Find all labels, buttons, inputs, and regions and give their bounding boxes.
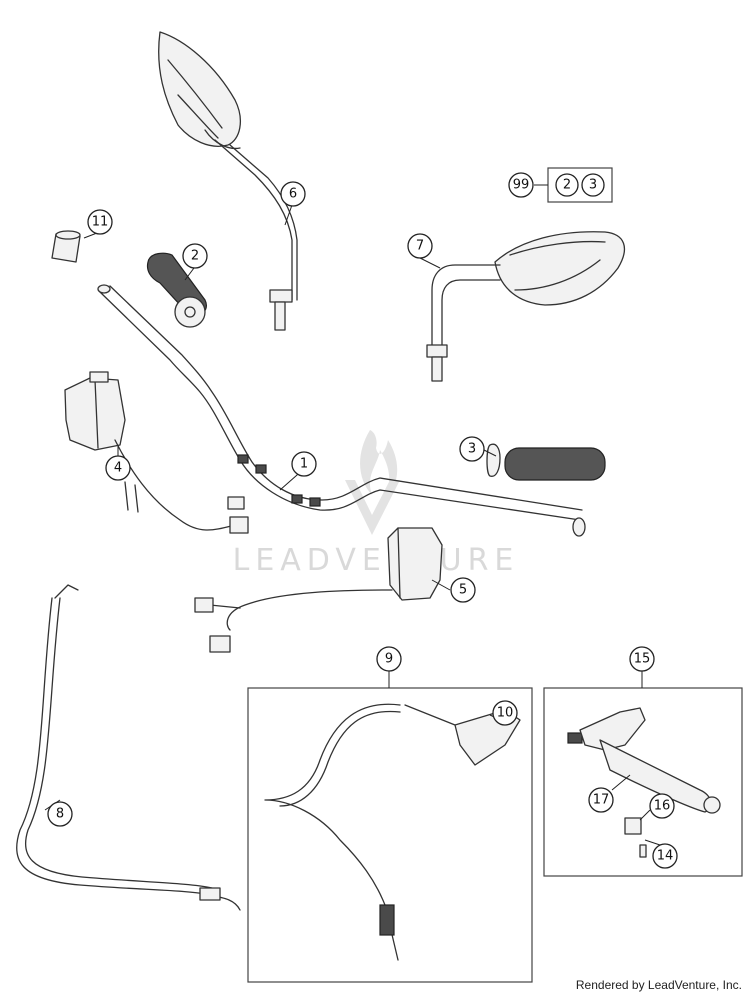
callout-label: 2 [191, 249, 199, 264]
callout-1: 1 [291, 451, 317, 477]
watermark: LEADVENTURE [233, 430, 520, 578]
callout-label: 15 [634, 652, 651, 667]
callout-14: 14 [652, 843, 678, 869]
grip-left [146, 252, 207, 328]
callout-label: 10 [497, 706, 514, 721]
clutch-lever [567, 707, 721, 858]
callout-99: 99 [508, 172, 534, 198]
callout-10: 10 [492, 700, 518, 726]
callout-label: 1 [300, 457, 308, 472]
kit-99 [534, 167, 613, 203]
callout-label: 16 [654, 799, 671, 814]
callout-label: 3 [589, 178, 597, 193]
callout-label: 4 [114, 461, 122, 476]
handlebar [97, 284, 586, 537]
callout-label: 2 [563, 178, 571, 193]
callout-9: 9 [376, 646, 402, 672]
mirror-left [158, 31, 298, 331]
kit-99-item-2: 2 [555, 173, 579, 197]
callout-label: 3 [468, 442, 476, 457]
callout-6: 6 [280, 181, 306, 207]
callout-2: 2 [182, 243, 208, 269]
group-box-9 [247, 687, 533, 983]
switch-left [64, 371, 249, 534]
callout-16: 16 [649, 793, 675, 819]
callout-label: 99 [513, 178, 530, 193]
callout-label: 6 [289, 187, 297, 202]
grip-right [486, 443, 606, 481]
mirror-right [426, 231, 626, 382]
clutch-cable [264, 703, 521, 961]
watermark-text: LEADVENTURE [233, 543, 520, 578]
callout-4: 4 [105, 455, 131, 481]
callout-label: 14 [657, 849, 674, 864]
callout-label: 5 [459, 583, 467, 598]
callout-17: 17 [588, 787, 614, 813]
callout-3: 3 [459, 436, 485, 462]
callout-8: 8 [47, 801, 73, 827]
group-box-15 [543, 687, 743, 877]
callout-15: 15 [629, 646, 655, 672]
callout-label: 7 [416, 239, 424, 254]
callout-label: 11 [92, 215, 109, 230]
callout-label: 9 [385, 652, 393, 667]
callout-label: 8 [56, 807, 64, 822]
callout-11: 11 [87, 209, 113, 235]
callout-5: 5 [450, 577, 476, 603]
switch-right [194, 527, 443, 653]
part-sleeve [51, 230, 81, 263]
callout-7: 7 [407, 233, 433, 259]
kit-99-item-3: 3 [581, 173, 605, 197]
callout-label: 17 [593, 793, 610, 808]
footer-credit: Rendered by LeadVenture, Inc. [575, 978, 742, 992]
cable-long [16, 584, 241, 911]
